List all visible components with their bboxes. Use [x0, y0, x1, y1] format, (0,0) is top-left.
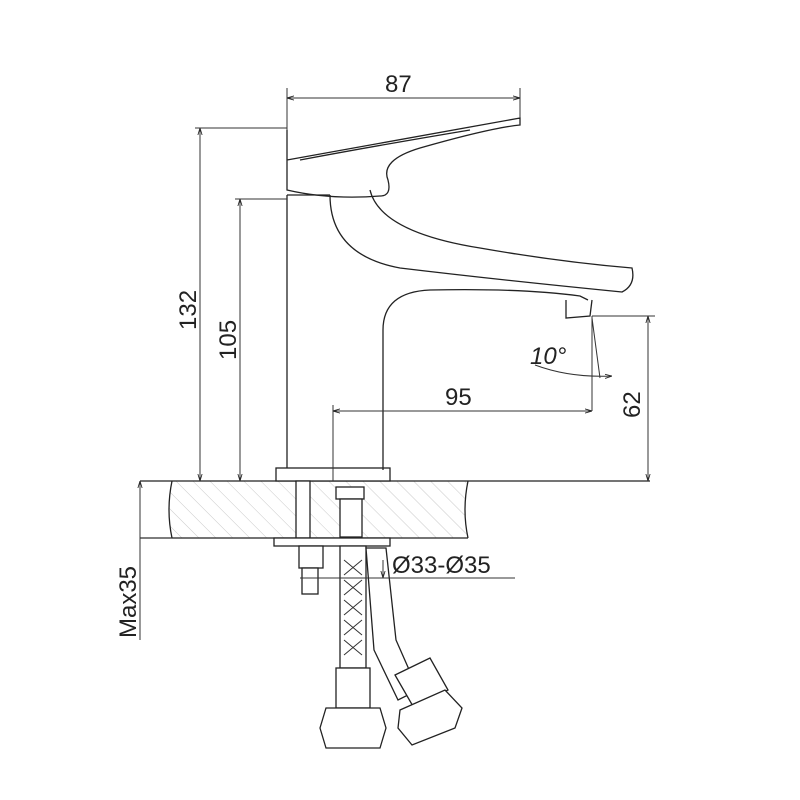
- dim-total-height: 132: [175, 290, 202, 330]
- dim-width-top: 87: [385, 71, 412, 98]
- dimension-lines: [140, 88, 655, 640]
- mounting-hardware: [273, 480, 391, 595]
- dim-spout-height: 62: [619, 391, 646, 418]
- dim-angle: 10°: [530, 343, 567, 370]
- dim-hole-diameter: Ø33-Ø35: [392, 552, 491, 579]
- dim-max-thickness: Max35: [115, 566, 142, 638]
- supply-hoses: [319, 545, 463, 749]
- dim-spout-reach: 95: [445, 384, 472, 411]
- lever-handle: [286, 117, 521, 198]
- countertop: [140, 480, 650, 539]
- dim-body-height: 105: [215, 320, 242, 360]
- faucet-body: [275, 189, 634, 482]
